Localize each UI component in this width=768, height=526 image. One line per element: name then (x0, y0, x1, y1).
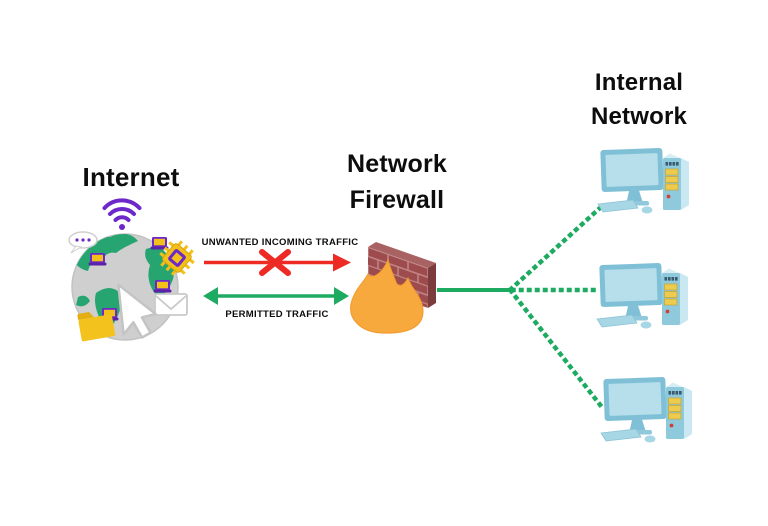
blocked-x-icon (259, 249, 291, 276)
firewall-title: Network Firewall (322, 146, 472, 218)
connection-line-dotted-top (507, 203, 605, 293)
wifi-icon (102, 198, 142, 230)
chat-bubble-icon (68, 231, 98, 254)
computer-icon (597, 147, 690, 214)
arrowhead-left (203, 287, 218, 305)
laptop-icon (88, 253, 107, 266)
flame-icon (350, 258, 424, 334)
envelope-icon (154, 293, 188, 316)
firewall-title-line2: Firewall (349, 186, 445, 214)
arrowhead-right (333, 253, 351, 272)
firewall-icon (350, 242, 436, 334)
blocked-traffic-arrow (204, 249, 351, 276)
internal-title-line1: Internal (594, 69, 684, 96)
firewall-title-line1: Network (346, 150, 448, 178)
internal-network-title: Internal Network (564, 66, 714, 134)
cursor-icon (117, 283, 157, 339)
computer-icon (596, 262, 689, 329)
globe-with-devices-icon (68, 198, 195, 342)
chip-icon (159, 240, 195, 276)
internet-title-text: Internet (82, 162, 180, 192)
permitted-traffic-arrow (203, 287, 349, 305)
unwanted-traffic-label: UNWANTED INCOMING TRAFFIC (201, 237, 359, 248)
computer-icon (600, 376, 693, 443)
connection-line-dotted-bottom (507, 287, 605, 410)
laptop-icon (153, 280, 172, 293)
folder-icon (77, 311, 116, 342)
internal-title-line2: Network (590, 103, 688, 130)
internet-title: Internet (56, 162, 206, 192)
arrowhead-right (334, 287, 349, 305)
permitted-traffic-label: PERMITTED TRAFFIC (225, 309, 329, 320)
